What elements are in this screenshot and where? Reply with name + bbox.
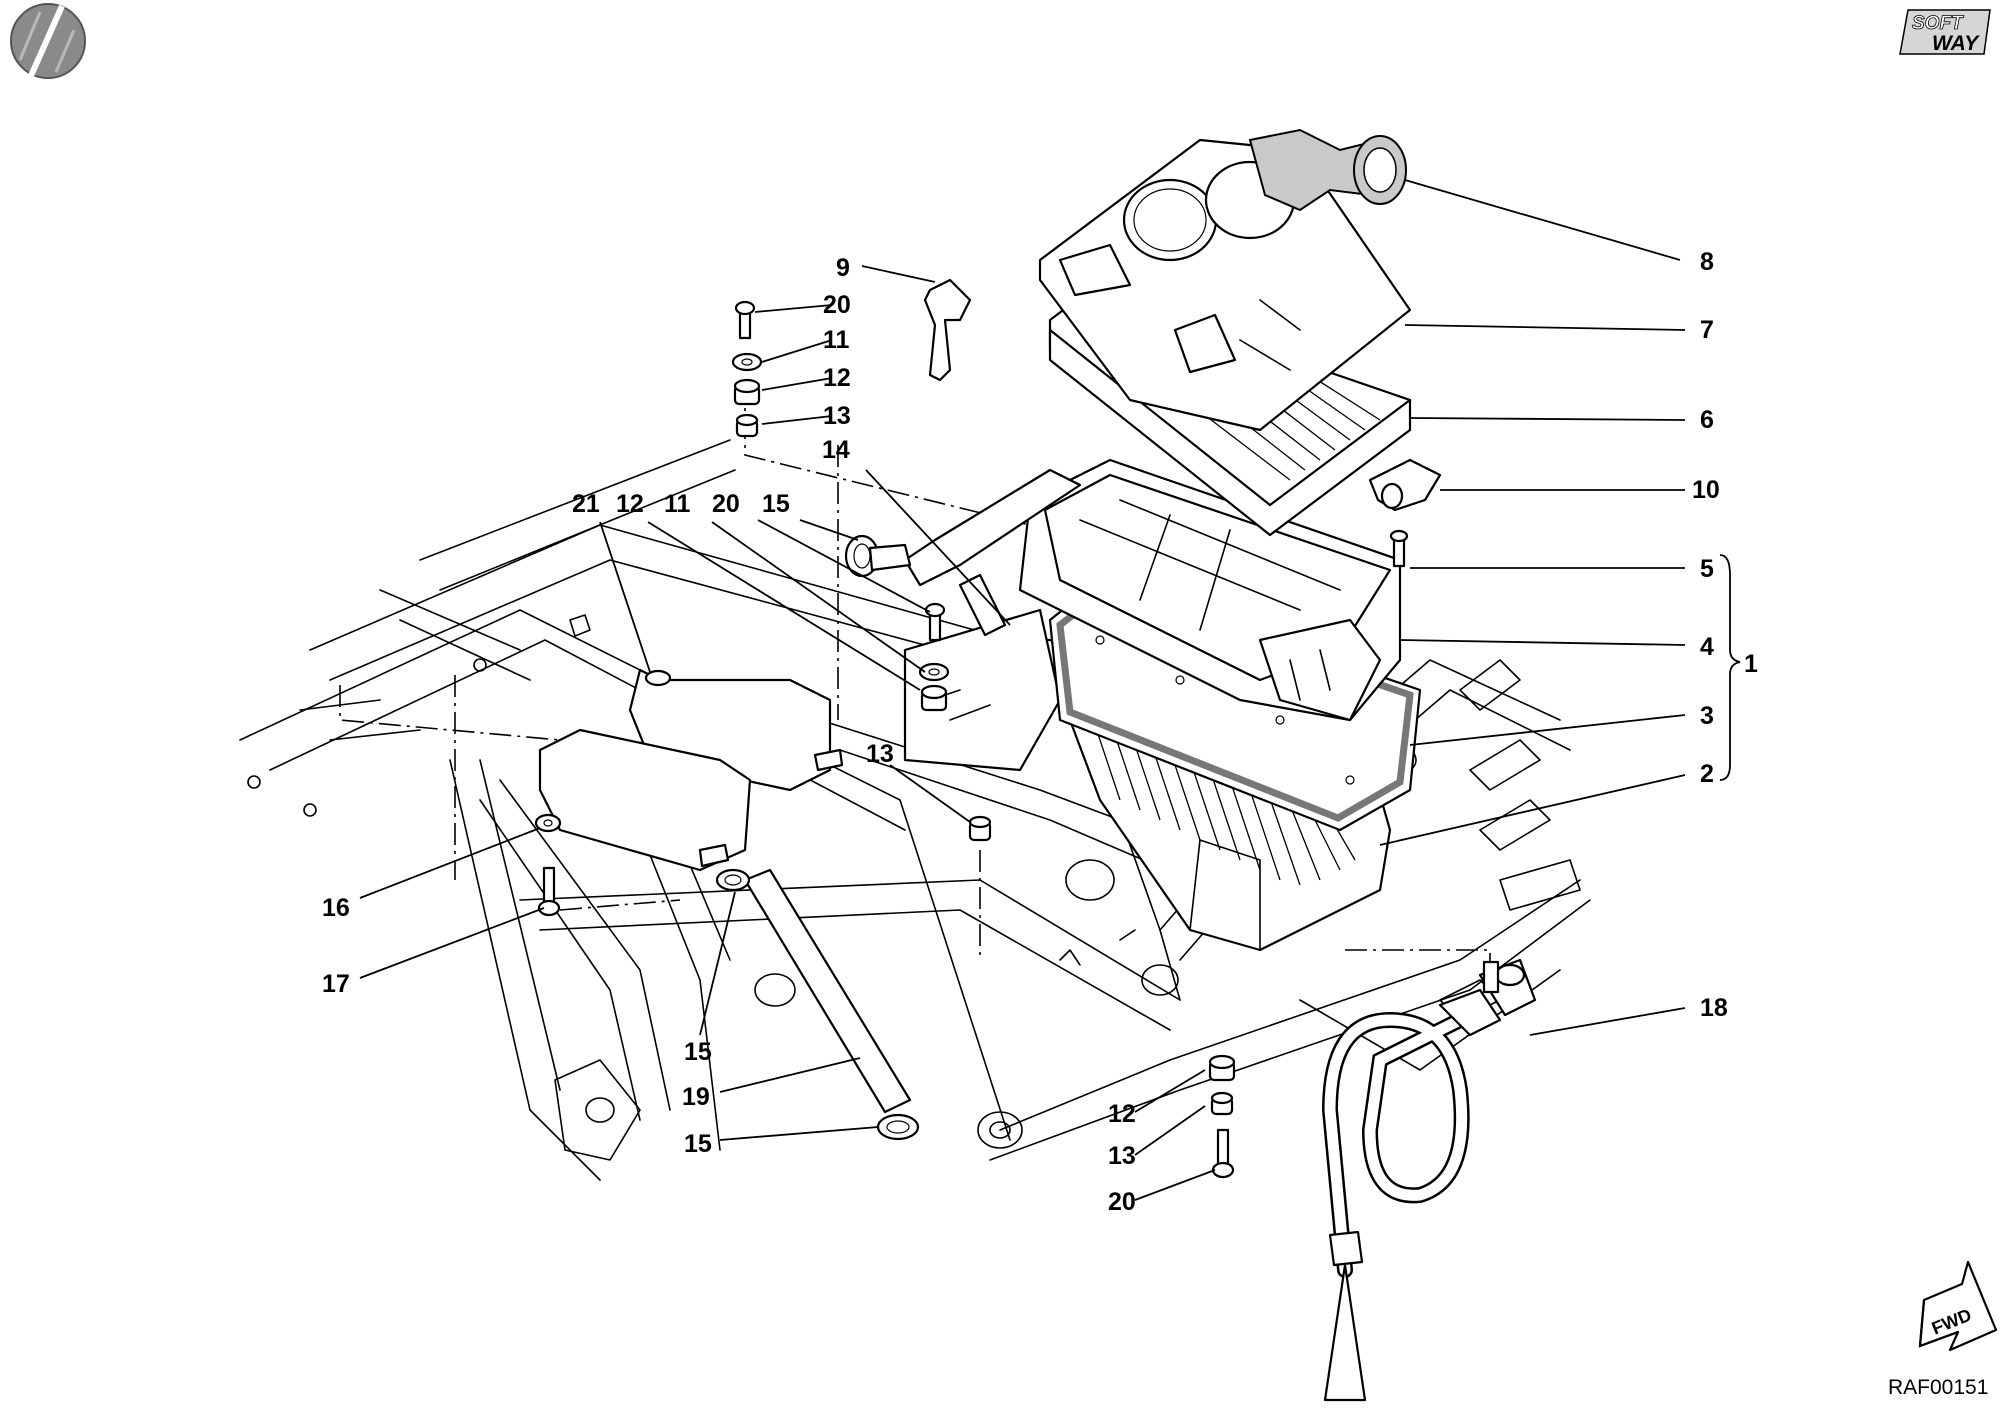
hardware-stack-middle — [918, 602, 950, 712]
drawing-code: RAF00151 — [1888, 1376, 1989, 1399]
callout-13-upper: 13 — [823, 402, 851, 430]
callout-7: 7 — [1700, 316, 1714, 344]
callout-13-middle: 13 — [866, 740, 894, 768]
callout-18: 18 — [1700, 994, 1728, 1022]
elbow-hose-part-10 — [1368, 458, 1442, 512]
callout-20-middle: 20 — [712, 490, 740, 518]
intake-cover-part-7 — [1038, 138, 1412, 432]
callout-13-lower: 13 — [1108, 1142, 1136, 1170]
intake-duct-part-8 — [1248, 128, 1407, 212]
callout-4: 4 — [1700, 633, 1714, 661]
callout-20-lower: 20 — [1108, 1188, 1136, 1216]
motorcycle-frame — [239, 439, 1591, 1181]
callout-15-lower: 15 — [684, 1130, 712, 1158]
callout-17: 17 — [322, 970, 350, 998]
callout-16: 16 — [322, 894, 350, 922]
hardware-stack-upper — [731, 300, 763, 438]
callout-1: 1 — [1744, 650, 1758, 678]
callout-3: 3 — [1700, 702, 1714, 730]
callout-12-upper: 12 — [823, 364, 851, 392]
softway-logo: SOFT WAY — [1899, 9, 1991, 55]
breather-hose-part-14 — [903, 468, 1082, 637]
callout-8: 8 — [1700, 248, 1714, 276]
callout-19: 19 — [682, 1083, 710, 1111]
callout-11-middle: 11 — [664, 490, 691, 518]
softway-logo-line2: WAY — [1932, 32, 1980, 55]
callout-12-lower: 12 — [1108, 1100, 1136, 1128]
grommet-part-13-mid — [968, 815, 992, 842]
hardware-stack-lower — [1208, 1054, 1236, 1179]
callout-10: 10 — [1692, 476, 1720, 504]
callout-6: 6 — [1700, 406, 1714, 434]
callout-5: 5 — [1700, 555, 1714, 583]
callout-15-upper: 15 — [762, 490, 790, 518]
callout-20-upper: 20 — [823, 291, 851, 319]
hose-clamp-part-15-upper — [844, 534, 912, 578]
callout-21: 21 — [572, 490, 600, 518]
drain-hose-part-19 — [715, 868, 912, 1114]
callout-15-middle: 15 — [684, 1038, 712, 1066]
clamp-part-9 — [923, 278, 972, 382]
callout-leader-lines — [359, 179, 1741, 1201]
callout-labels: 8 7 6 10 5 4 1 3 2 9 20 11 12 13 14 21 1… — [322, 248, 1758, 1216]
callout-14: 14 — [822, 436, 850, 464]
callout-11-upper: 11 — [823, 326, 850, 354]
filter-housing-part-4 — [1018, 458, 1402, 722]
hose-clamp-part-15-lower — [876, 1113, 920, 1141]
callout-2: 2 — [1700, 760, 1714, 788]
callout-9: 9 — [836, 254, 850, 282]
screw-part-5 — [1389, 529, 1409, 568]
washer-part-16 — [534, 813, 562, 833]
softway-logo-line1: SOFT — [1912, 13, 1964, 34]
coiled-hose-part-18 — [1321, 958, 1537, 1402]
manufacturer-emblem — [10, 3, 86, 80]
reservoir-part-21 — [538, 668, 844, 872]
bolt-part-17 — [537, 866, 561, 917]
forward-direction-arrow: FWD — [1918, 1260, 1998, 1352]
callout-12-middle: 12 — [616, 490, 644, 518]
